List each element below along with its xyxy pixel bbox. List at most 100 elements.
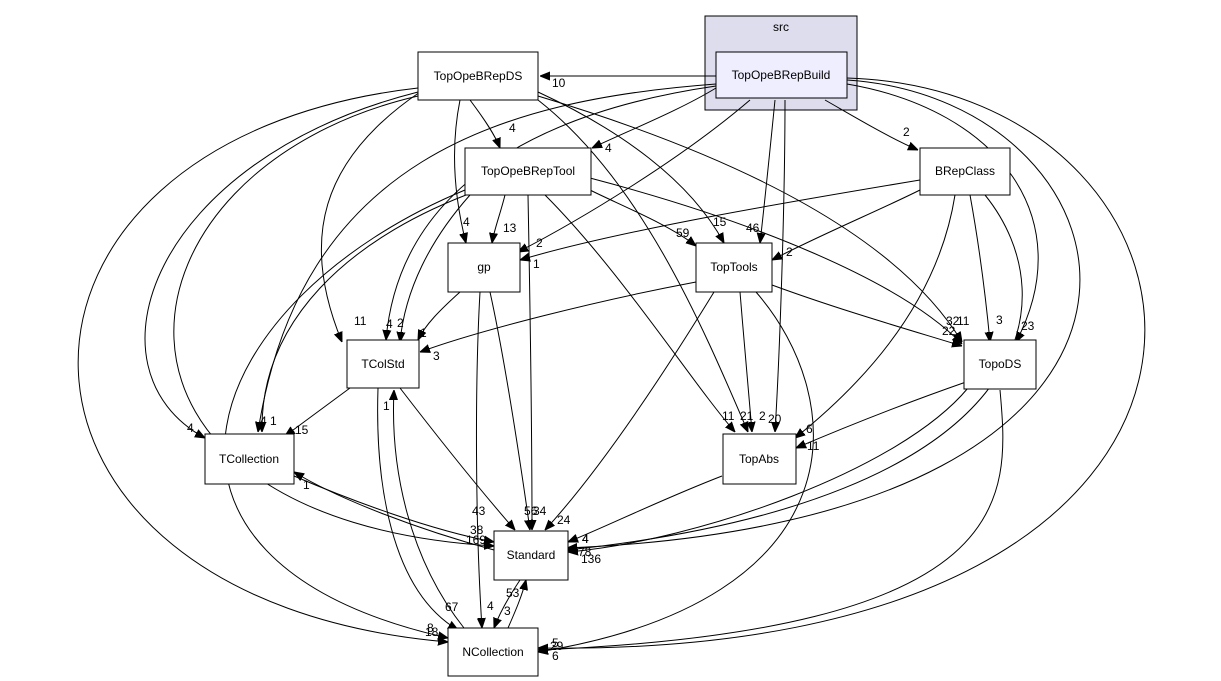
- edge-label: 11: [807, 439, 820, 453]
- edge-tool-to-toptools: [589, 189, 696, 246]
- edge-ds-to-topods: [537, 95, 962, 342]
- edge-label: 4: [487, 599, 494, 613]
- node-ncollection[interactable]: NCollection: [447, 627, 539, 677]
- edge-standard-to-ncollection: [494, 579, 521, 628]
- edge-build-to-ncollection: [538, 77, 1146, 648]
- edge-label: 29: [550, 639, 564, 653]
- edge-tcollection-to-standard: [293, 475, 494, 542]
- edge-label: 46: [746, 221, 760, 235]
- node-label: Standard: [507, 548, 556, 562]
- edge-label: 22: [942, 324, 956, 338]
- edge-label: 4: [605, 141, 612, 155]
- edge-build-to-tool: [592, 87, 717, 148]
- edge-label: 2: [397, 316, 404, 330]
- edge-build-to-brepclass: [824, 99, 918, 150]
- node-tcollection[interactable]: TCollection: [204, 433, 295, 485]
- edge-label: 8: [427, 621, 434, 635]
- edge-topabs-to-standard: [568, 475, 723, 542]
- edge-label: 11: [354, 314, 367, 328]
- node-topabs[interactable]: TopAbs: [722, 433, 797, 485]
- edge-toptools-to-tcolstd: [420, 281, 697, 352]
- edge-toptools-to-topabs: [739, 291, 752, 432]
- edge-label: 18: [425, 625, 439, 639]
- nodes: TopOpeBRepBuild TopOpeBRepDS TopOpeBRepT…: [204, 51, 1037, 677]
- edge-ds-to-tcolstd: [320, 91, 421, 342]
- edge-label: 3: [996, 313, 1003, 327]
- edge-standard-to-tcollection: [294, 472, 495, 551]
- node-label: gp: [477, 260, 491, 274]
- edge-label: 78: [578, 545, 592, 559]
- edge-topods-to-standard: [568, 387, 969, 552]
- node-topopebrepbuild[interactable]: TopOpeBRepBuild: [715, 51, 848, 99]
- edge-label: 4: [260, 414, 267, 428]
- edge-gp-to-standard: [489, 291, 530, 530]
- edge-label: 5: [552, 636, 559, 650]
- edge-ds-to-ncollection: [77, 87, 448, 642]
- edge-label: 15: [713, 215, 727, 229]
- edge-label: 38: [470, 523, 484, 537]
- edge-tool-to-tcollection: [262, 194, 467, 432]
- edge-label: 56: [524, 504, 538, 518]
- edge-brepclass-to-topabs: [795, 194, 956, 438]
- node-label: TColStd: [361, 357, 404, 371]
- edge-tool-to-topabs: [544, 194, 735, 432]
- node-label: NCollection: [462, 645, 523, 659]
- edge-label: 4: [582, 532, 589, 546]
- node-standard[interactable]: Standard: [493, 530, 569, 581]
- edge-label: 21: [740, 409, 754, 423]
- edge-build-to-tcollection: [258, 83, 717, 432]
- edge-label: 1: [420, 326, 427, 340]
- edge-toptools-to-ncollection: [538, 291, 814, 652]
- edge-ds-to-gp: [454, 99, 466, 243]
- edge-label: 136: [581, 552, 601, 566]
- edge-build-to-topabs: [775, 99, 786, 432]
- node-toptools[interactable]: TopTools: [695, 242, 773, 293]
- edge-label: 6: [806, 422, 813, 436]
- edge-label: 20: [768, 412, 782, 426]
- edge-tool-to-tcolstd: [400, 194, 471, 342]
- edge-label: 23: [1021, 319, 1035, 333]
- edge-ds-to-tool: [469, 99, 500, 148]
- node-gp[interactable]: gp: [447, 242, 521, 293]
- edge-brepclass-to-standard: [567, 194, 1023, 550]
- node-topopebrepds[interactable]: TopOpeBRepDS: [417, 51, 539, 101]
- node-topopebreptool[interactable]: TopOpeBRepTool: [464, 147, 592, 196]
- edge-tool-to-ncollection: [224, 189, 466, 638]
- edge-ds-to-tcollection: [144, 91, 419, 438]
- edge-label: 1: [303, 478, 310, 492]
- edge-ds-to-topabs: [537, 99, 748, 432]
- edge-toptools-to-standard: [545, 291, 715, 530]
- node-label: BRepClass: [935, 164, 995, 178]
- edge-label: 169: [466, 533, 486, 547]
- edge-label: 1: [383, 399, 390, 413]
- edge-tcolstd-to-ncollection: [377, 387, 458, 630]
- edge-label: 24: [557, 513, 571, 527]
- node-topods[interactable]: TopoDS: [963, 339, 1037, 390]
- cluster-label: src: [773, 20, 789, 34]
- edge-label: 4: [582, 532, 589, 546]
- edge-label: 11: [722, 409, 735, 423]
- edge-label: 2: [786, 245, 793, 259]
- edge-label: 10: [552, 76, 566, 90]
- edge-label: 1: [533, 257, 540, 271]
- edge-label: 3: [433, 349, 440, 363]
- edge-label: 3: [504, 604, 511, 618]
- edge-label: 4: [463, 215, 470, 229]
- edge-ds-to-standard: [173, 95, 494, 546]
- edge-brepclass-to-topods: [969, 194, 990, 342]
- edge-label: 59: [676, 226, 690, 240]
- edge-label: 53: [506, 586, 520, 600]
- node-brepclass[interactable]: BRepClass: [919, 147, 1011, 196]
- node-tcolstd[interactable]: TColStd: [346, 339, 420, 389]
- edge-label: 32: [946, 314, 960, 328]
- edge-tcolstd-to-tcollection: [285, 387, 351, 436]
- node-label: TopOpeBRepDS: [434, 69, 523, 83]
- edge-build-to-gp: [518, 99, 751, 252]
- edge-tool-to-gp: [492, 194, 506, 243]
- edge-topods-to-ncollection: [538, 389, 1004, 650]
- edge-label: 2: [903, 125, 910, 139]
- edge-gp-to-ncollection: [475, 291, 482, 628]
- edge-tool-to-standard: [528, 194, 532, 530]
- edge-label: 43: [472, 504, 486, 518]
